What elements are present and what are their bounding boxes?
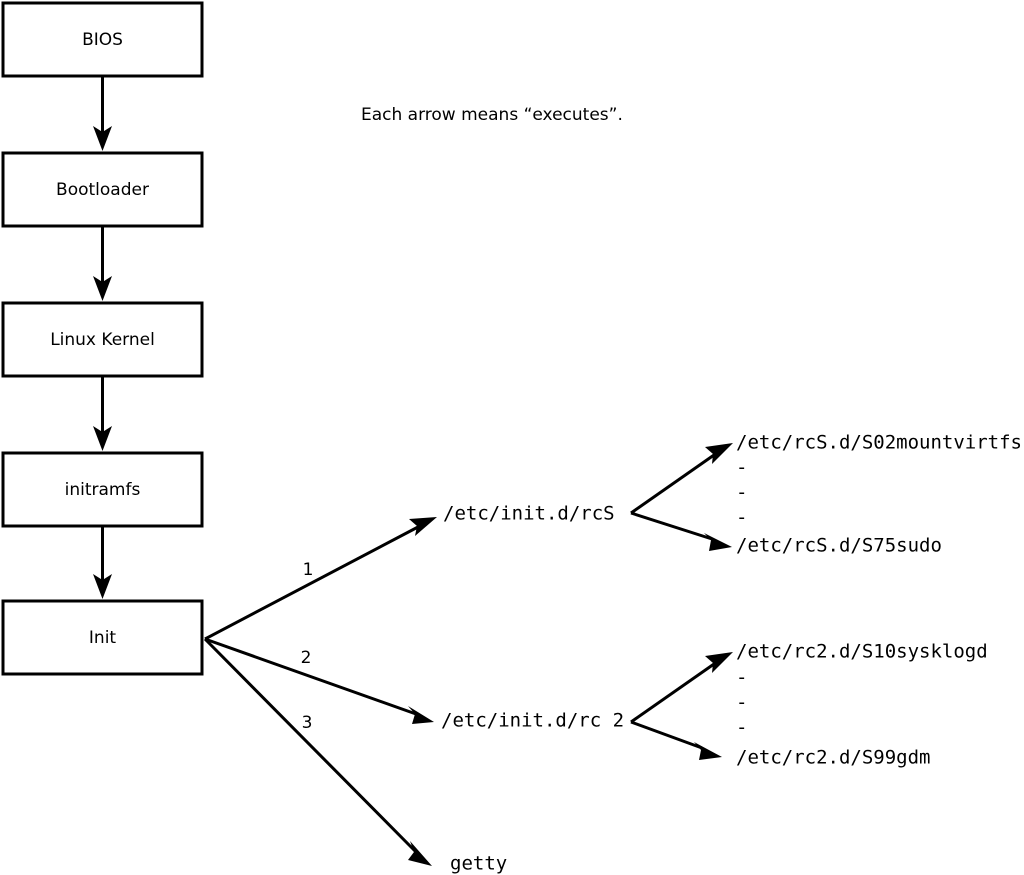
arrow-bootloader-to-kernel — [93, 226, 112, 301]
rc2-ellipsis-dash-3: - — [736, 717, 747, 739]
node-box-bios[interactable] — [1, 1, 204, 78]
node-bios[interactable]: BIOS — [1, 1, 204, 78]
arrow-initramfs-to-init — [93, 526, 112, 599]
arrowhead-rc2-to-last-script — [694, 742, 722, 760]
node-label-linux-kernel: Linux Kernel — [50, 330, 155, 350]
arrowhead-kernel-to-initramfs — [93, 426, 112, 451]
edge-number-2: 2 — [301, 648, 312, 668]
arrow-rcs-to-last-script — [630, 511, 732, 551]
rc2-ellipsis-dash-1: - — [736, 667, 747, 689]
arrow-rc2-to-first-script — [630, 652, 733, 724]
rcs-ellipsis-dash-3: - — [736, 507, 747, 529]
node-label-init: Init — [89, 628, 117, 648]
branch-target-rc2: /etc/init.d/rc 2 — [441, 710, 624, 732]
edge-number-3: 3 — [302, 713, 313, 733]
arrowhead-init-branch-1 — [409, 517, 437, 536]
arrowhead-rcs-to-last-script — [704, 533, 732, 551]
rcs-ellipsis-dash-2: - — [736, 482, 747, 504]
arrowhead-initramfs-to-init — [93, 574, 112, 599]
arrow-bios-to-bootloader — [93, 76, 112, 151]
arrowhead-init-branch-2 — [408, 706, 434, 724]
arrow-kernel-to-initramfs — [93, 376, 112, 451]
rcs-ellipsis-dash-1: - — [736, 457, 747, 479]
arrow-init-branch-3 — [203, 637, 432, 866]
arrowhead-bootloader-to-kernel — [93, 276, 112, 301]
node-bootloader[interactable]: Bootloader — [1, 151, 204, 228]
arrow-init-branch-2 — [204, 637, 434, 724]
node-box-initramfs[interactable] — [1, 451, 204, 528]
arrowhead-rc2-to-first-script — [705, 652, 733, 673]
branch-target-getty: getty — [450, 853, 507, 875]
node-init[interactable]: Init — [1, 599, 204, 676]
node-linux-kernel[interactable]: Linux Kernel — [1, 301, 204, 378]
rcs-script-first: /etc/rcS.d/S02mountvirtfs — [736, 432, 1022, 454]
node-initramfs[interactable]: initramfs — [1, 451, 204, 528]
arrowhead-bios-to-bootloader — [93, 126, 112, 151]
arrowhead-rcs-to-first-script — [705, 443, 733, 464]
node-box-bootloader[interactable] — [1, 151, 204, 228]
arrow-init-branch-1 — [204, 517, 437, 641]
rc2-script-first: /etc/rc2.d/S10sysklogd — [736, 641, 988, 663]
branch-target-rcs: /etc/init.d/rcS — [443, 503, 615, 525]
rcs-script-last: /etc/rcS.d/S75sudo — [736, 535, 942, 557]
diagram-caption: Each arrow means “executes”. — [361, 105, 623, 125]
rc2-script-last: /etc/rc2.d/S99gdm — [736, 747, 930, 769]
node-label-initramfs: initramfs — [65, 480, 141, 500]
edge-number-1: 1 — [303, 560, 314, 580]
node-label-bootloader: Bootloader — [56, 180, 149, 200]
arrow-rcs-to-first-script — [630, 443, 733, 515]
node-label-bios: BIOS — [82, 30, 123, 50]
arrow-rc2-to-last-script — [630, 720, 722, 760]
rc2-ellipsis-dash-2: - — [736, 692, 747, 714]
node-box-init[interactable] — [1, 599, 204, 676]
arrowhead-init-branch-3 — [408, 841, 432, 866]
